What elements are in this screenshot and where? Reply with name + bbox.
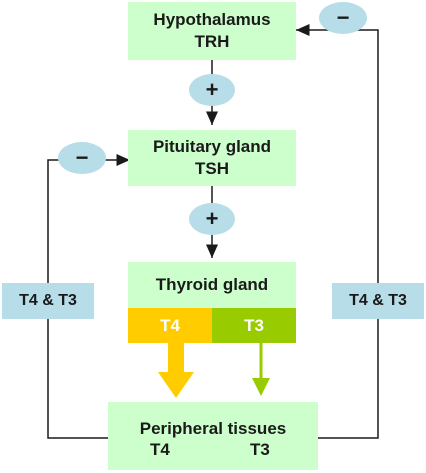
hypothalamus-label: Hypothalamus	[153, 10, 271, 29]
t3-bar: T3	[212, 308, 296, 343]
pituitary-box: Pituitary gland TSH	[128, 130, 296, 186]
t4-bar-label: T4	[160, 315, 180, 335]
stimulate-plus-mid: +	[189, 203, 235, 235]
t4-bar: T4	[128, 308, 212, 343]
trh-label: TRH	[194, 32, 230, 51]
hypothalamus-box: Hypothalamus TRH	[128, 2, 296, 60]
feedback-line-right	[296, 24, 379, 439]
t4-thick-arrow	[158, 343, 194, 398]
inhibit-minus-top: −	[319, 2, 367, 34]
thyroid-box: Thyroid gland	[128, 262, 296, 308]
t3-thin-arrow-head	[252, 378, 270, 396]
stimulate-plus-top: +	[189, 74, 235, 106]
left-feedback-label: T4 & T3	[2, 283, 94, 319]
inhibit-minus-mid: −	[58, 142, 106, 174]
t3-bar-label: T3	[244, 315, 264, 335]
tsh-label: TSH	[195, 159, 229, 178]
peripheral-label: Peripheral tissues	[139, 419, 287, 438]
thyroid-label: Thyroid gland	[155, 275, 269, 294]
peripheral-tissues-box: Peripheral tissues	[108, 402, 318, 470]
right-feedback-label: T4 & T3	[332, 283, 424, 319]
peripheral-t4-label: T4	[150, 440, 170, 459]
peripheral-t3-label: T3	[250, 440, 270, 459]
pituitary-label: Pituitary gland	[152, 137, 272, 156]
